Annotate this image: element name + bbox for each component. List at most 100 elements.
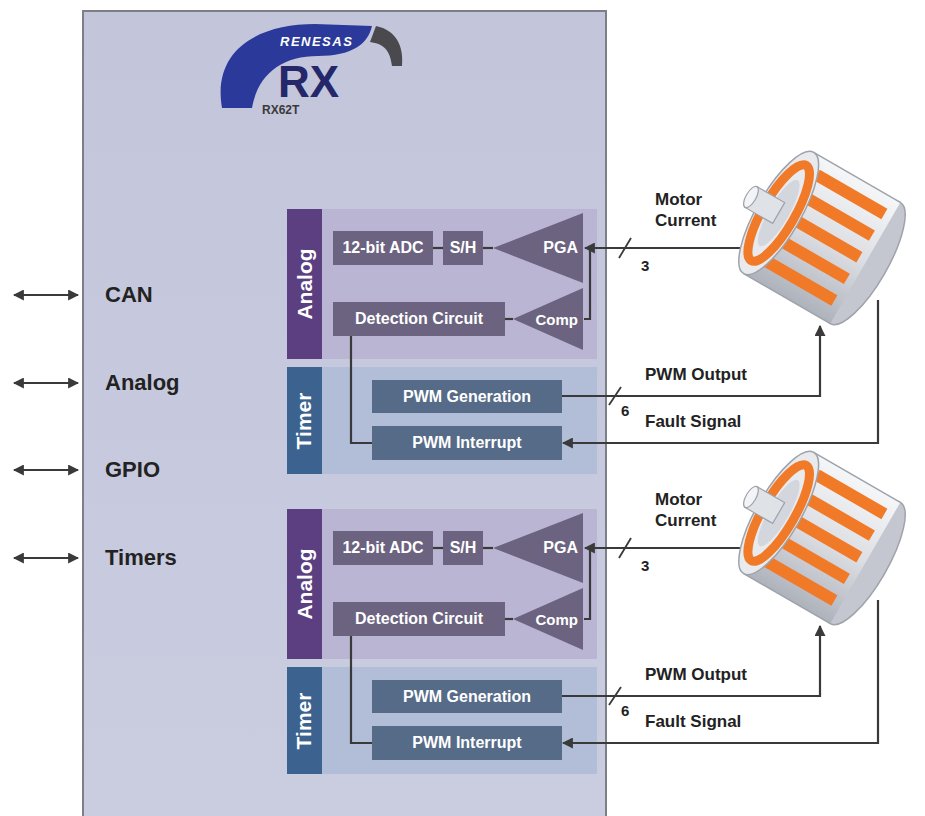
analog-band: Analog 12-bit ADC S/H PGA Detection Circuit C…	[287, 209, 597, 359]
function-block: PWM Interrupt	[372, 726, 562, 760]
signal-connector	[433, 547, 443, 549]
interface-arrow	[14, 382, 78, 384]
band-title: Analog	[293, 548, 317, 619]
band-tab: Analog	[287, 209, 322, 359]
label-holder: GPIO	[105, 457, 160, 484]
signal-label: 6	[621, 702, 629, 719]
motor-channel	[562, 434, 919, 743]
label-holder: CAN	[105, 282, 153, 309]
label-holder: Analog	[105, 370, 180, 397]
bus-slash	[609, 387, 621, 405]
triangle-shape	[493, 513, 583, 583]
signal-label: PWM Output	[645, 365, 747, 384]
signal-connector	[505, 618, 513, 620]
logo-text: RX	[278, 57, 339, 106]
motor-illustration	[712, 134, 920, 335]
label-holder: Motor Current	[655, 490, 750, 531]
logo-text: RX62T	[262, 103, 299, 117]
signal-connector	[483, 547, 493, 549]
motor-current-wire	[585, 247, 752, 249]
signal-label: Timers	[105, 545, 177, 570]
band-title: Analog	[293, 248, 317, 319]
triangle-shape	[493, 213, 583, 283]
mcu-chip: RENESAS RXRX62T Analog 12-bit ADC S/H PGA Dete…	[82, 10, 607, 816]
pwm-output-wire	[562, 326, 820, 396]
band-tab: Timer	[287, 667, 322, 774]
signal-label: 3	[641, 557, 649, 574]
signal-connector	[433, 247, 443, 249]
triangle-shape	[513, 588, 583, 650]
triangle-shape	[513, 288, 583, 350]
function-block: PWM Generation	[372, 380, 562, 413]
logo-swoosh-grey	[370, 26, 402, 66]
amplifier-label: PGA	[543, 239, 578, 257]
signal-label: Fault Signal	[645, 712, 741, 731]
block-label: PWM Interrupt	[412, 434, 521, 452]
signal-label: CAN	[105, 282, 153, 307]
function-block: S/H	[443, 531, 483, 565]
block-label: 12-bit ADC	[342, 239, 423, 257]
signal-label: 3	[641, 257, 649, 274]
logo-text: RENESAS	[280, 34, 353, 49]
interface-arrow	[14, 557, 78, 559]
signal-label: Motor Current	[655, 490, 716, 530]
label-holder: 6	[621, 401, 629, 421]
amplifier-triangle: PGA	[493, 513, 583, 583]
signal-label: PWM Output	[645, 665, 747, 684]
amplifier-triangle: Comp	[513, 588, 583, 650]
amplifier-label: Comp	[536, 611, 579, 628]
block-label: Detection Circuit	[355, 310, 483, 328]
label-holder: Motor Current	[655, 190, 750, 231]
fault-signal-wire	[563, 300, 878, 443]
block-label: PWM Interrupt	[412, 734, 521, 752]
timer-band: Timer PWM GenerationPWM Interrupt	[287, 667, 597, 774]
function-block: PWM Generation	[372, 680, 562, 713]
band-title: Timer	[293, 392, 317, 449]
signal-label: Fault Signal	[645, 412, 741, 431]
logo-text-holder: RX	[278, 56, 339, 109]
amplifier-triangle: Comp	[513, 288, 583, 350]
timer-band: Timer PWM GenerationPWM Interrupt	[287, 367, 597, 474]
interface-arrow	[14, 469, 78, 471]
label-holder: 6	[621, 701, 629, 721]
function-block: 12-bit ADC	[333, 531, 433, 565]
band-tab: Analog	[287, 509, 322, 659]
block-label: 12-bit ADC	[342, 539, 423, 557]
signal-connector	[351, 636, 372, 743]
block-label: S/H	[450, 539, 477, 557]
amplifier-label: Comp	[536, 311, 579, 328]
block-label: PWM Generation	[403, 688, 531, 706]
interface-arrow	[14, 294, 78, 296]
label-holder: 3	[641, 256, 649, 276]
motor-channel	[562, 134, 919, 443]
label-holder: PWM Output	[645, 365, 747, 386]
amplifier-label: PGA	[543, 539, 578, 557]
function-block: Detection Circuit	[333, 302, 505, 336]
signal-label: Analog	[105, 370, 180, 395]
bus-slash	[619, 238, 631, 258]
analog-band: Analog 12-bit ADC S/H PGA Detection Circuit C…	[287, 509, 597, 659]
label-holder: Fault Signal	[645, 412, 741, 433]
label-holder: 3	[641, 556, 649, 576]
signal-label: Motor Current	[655, 190, 716, 230]
logo-text-holder: RENESAS	[280, 31, 353, 50]
label-holder: Fault Signal	[645, 712, 741, 733]
label-holder: PWM Output	[645, 665, 747, 686]
block-label: Detection Circuit	[355, 610, 483, 628]
amplifier-triangle: PGA	[493, 213, 583, 283]
band-tab: Timer	[287, 367, 322, 474]
signal-connector	[505, 318, 513, 320]
logo-swoosh	[221, 24, 372, 108]
comparator-branch-wire	[584, 248, 590, 319]
function-block: Detection Circuit	[333, 602, 505, 636]
signal-label: 6	[621, 402, 629, 419]
function-block: S/H	[443, 231, 483, 265]
block-label: S/H	[450, 239, 477, 257]
signal-connector	[351, 336, 372, 443]
block-label: PWM Generation	[403, 388, 531, 406]
function-block: PWM Interrupt	[372, 426, 562, 460]
function-block: 12-bit ADC	[333, 231, 433, 265]
label-holder: Timers	[105, 545, 177, 572]
signal-connector	[483, 247, 493, 249]
